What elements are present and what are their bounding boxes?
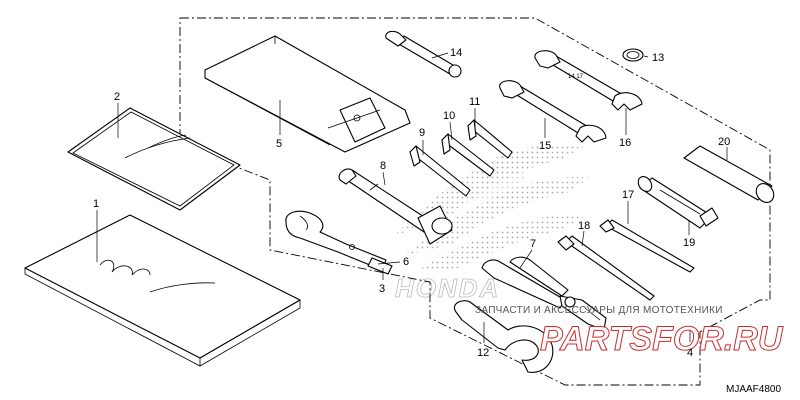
callout-labels: 1 2 3 4 5 6 7 8 9 10 11 12 13 14 15 16 1… bbox=[93, 47, 730, 359]
part-20-tube bbox=[683, 145, 775, 203]
callout-3: 3 bbox=[379, 283, 385, 295]
callout-7: 7 bbox=[530, 238, 536, 250]
honda-logo-text: HONDA bbox=[395, 273, 500, 303]
callout-17: 17 bbox=[622, 189, 634, 201]
leader-lines bbox=[96, 52, 728, 343]
part-17-screwdriver-bit bbox=[599, 219, 695, 273]
part-7-pliers bbox=[481, 256, 607, 331]
callout-9: 9 bbox=[419, 127, 425, 139]
part-16-double-wrench: 14 17 bbox=[534, 50, 643, 111]
part-19-screwdriver-handle bbox=[637, 176, 719, 229]
part-11-hex-key bbox=[467, 119, 513, 159]
callout-6: 6 bbox=[403, 256, 409, 268]
callout-19: 19 bbox=[683, 237, 695, 249]
part-5-tool-bag bbox=[204, 35, 411, 153]
callout-10: 10 bbox=[443, 110, 455, 122]
callout-14: 14 bbox=[450, 47, 462, 59]
callout-15: 15 bbox=[539, 140, 551, 152]
callout-16: 16 bbox=[619, 137, 631, 149]
callout-18: 18 bbox=[578, 220, 590, 232]
part-12-hook-wrench bbox=[453, 300, 554, 373]
watermark: ЗАПЧАСТИ И АКСЕССУАРЫ ДЛЯ МОТОТЕХНИКИ PA… bbox=[475, 305, 784, 359]
part-8-spark-plug-wrench bbox=[338, 168, 453, 245]
part-10-hex-key bbox=[441, 133, 495, 177]
part-1-owners-manual bbox=[24, 214, 301, 367]
part-15-double-wrench bbox=[499, 80, 607, 143]
callout-20: 20 bbox=[718, 136, 730, 148]
diagram-code: MJAAF4800 bbox=[726, 384, 781, 395]
part-2-small-manual bbox=[67, 107, 241, 211]
part-3-pin-spanner bbox=[285, 210, 387, 271]
callout-4: 4 bbox=[687, 347, 693, 359]
callout-1: 1 bbox=[93, 198, 99, 210]
watermark-caption: ЗАПЧАСТИ И АКСЕССУАРЫ ДЛЯ МОТОТЕХНИКИ bbox=[475, 305, 723, 316]
svg-text:14 17: 14 17 bbox=[568, 74, 584, 80]
watermark-brand: PARTSFOR.RU bbox=[540, 320, 784, 358]
part-13-o-ring bbox=[622, 48, 644, 62]
callout-11: 11 bbox=[469, 96, 480, 108]
callout-2: 2 bbox=[114, 91, 120, 103]
callout-12: 12 bbox=[477, 347, 489, 359]
part-14-wrench bbox=[385, 30, 462, 78]
part-18-screwdriver-bit bbox=[557, 235, 655, 301]
callout-13: 13 bbox=[652, 52, 664, 64]
callout-5: 5 bbox=[276, 138, 282, 150]
tool-kit-outline bbox=[179, 17, 771, 386]
callout-8: 8 bbox=[380, 160, 386, 172]
part-9-hex-key bbox=[409, 145, 471, 197]
